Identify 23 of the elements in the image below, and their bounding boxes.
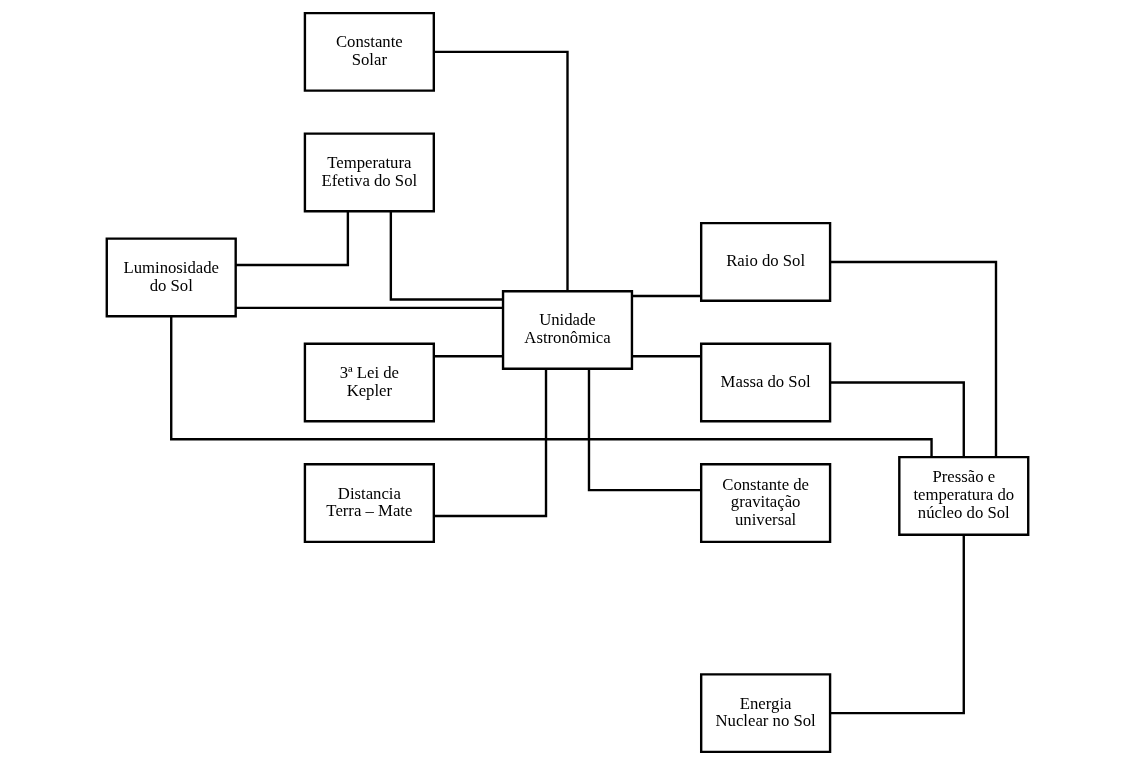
connector bbox=[587, 369, 701, 492]
connector bbox=[830, 381, 965, 457]
connector bbox=[389, 211, 503, 301]
connector bbox=[236, 211, 350, 267]
connector bbox=[434, 369, 548, 518]
node-box: Temperatura Efetiva do Sol bbox=[303, 132, 435, 213]
connector bbox=[830, 260, 998, 457]
connector bbox=[830, 534, 965, 715]
node-box: Constante de gravitação universal bbox=[700, 463, 832, 544]
connector bbox=[434, 355, 503, 358]
node-box: Massa do Sol bbox=[700, 342, 832, 423]
node-box: Constante Solar bbox=[303, 11, 435, 92]
node-box: Distancia Terra – Mate bbox=[303, 463, 435, 544]
connector bbox=[632, 355, 701, 358]
node-box: Luminosidade do Sol bbox=[105, 237, 237, 318]
node-box: Raio do Sol bbox=[700, 221, 832, 302]
connector bbox=[434, 50, 569, 291]
node-box: Unidade Astronômica bbox=[501, 290, 634, 370]
node-box: 3ª Lei de Kepler bbox=[303, 342, 435, 423]
node-box: Pressão e temperatura do núcleo do Sol bbox=[898, 455, 1030, 536]
connector bbox=[632, 294, 701, 298]
connector bbox=[235, 306, 503, 310]
node-box: Energia Nuclear no Sol bbox=[700, 673, 832, 754]
